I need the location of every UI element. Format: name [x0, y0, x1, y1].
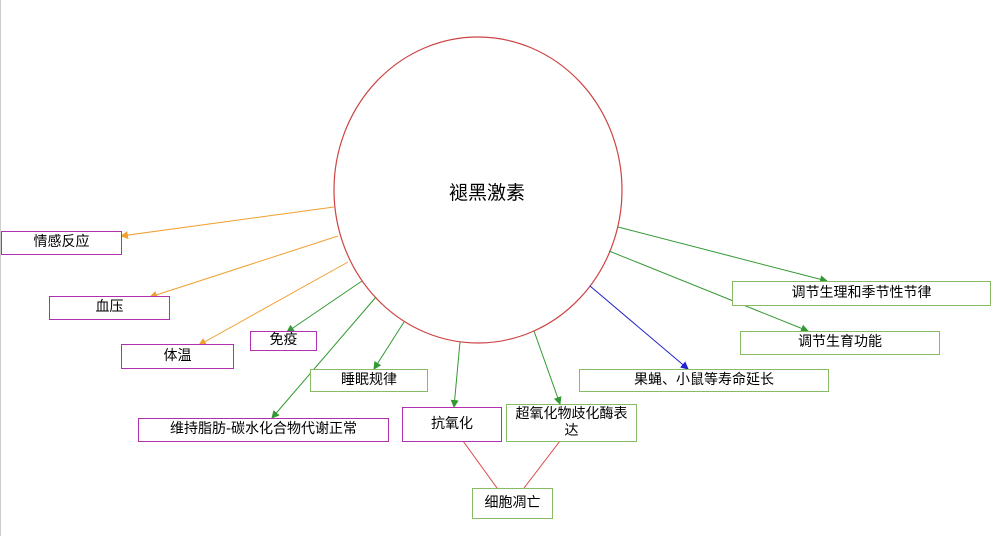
arrow-to-reproduction: [608, 250, 809, 333]
node-seasonal: 调节生理和季节性节律: [732, 281, 991, 306]
arrow-to-lifespan: [589, 285, 689, 370]
arrow-to-immunity: [286, 280, 363, 333]
node-apoptosis: 细胞凋亡: [472, 488, 553, 519]
center-label: 褪黑激素: [449, 182, 526, 204]
node-immunity: 免疫: [250, 331, 317, 351]
node-blood-pressure: 血压: [49, 296, 170, 320]
line-antioxidation-apoptosis: [462, 440, 498, 489]
window-left-edge: [0, 0, 1, 536]
arrow-to-sod: [533, 330, 562, 405]
arrow-to-sleep: [373, 321, 405, 370]
line-sod-apoptosis: [523, 440, 561, 489]
node-body-temp: 体温: [121, 344, 234, 369]
arrow-to-metabolism: [271, 296, 377, 419]
arrow-to-antioxidation: [450, 341, 461, 408]
node-reproduction: 调节生育功能: [740, 331, 940, 355]
node-sleep: 睡眠规律: [310, 369, 428, 392]
center-circle: [333, 36, 623, 344]
node-emotion: 情感反应: [1, 231, 122, 255]
node-metabolism: 维持脂肪-碳水化合物代谢正常: [138, 418, 389, 442]
arrow-to-blood-pressure: [149, 235, 339, 299]
node-lifespan: 果蝇、小鼠等寿命延长: [579, 369, 829, 392]
arrow-to-emotion: [120, 206, 335, 240]
node-antioxidation: 抗氧化: [402, 407, 502, 442]
node-sod: 超氧化物歧化酶表达: [506, 404, 637, 442]
arrow-to-body-temp: [198, 261, 349, 346]
arrow-to-seasonal: [617, 226, 828, 284]
